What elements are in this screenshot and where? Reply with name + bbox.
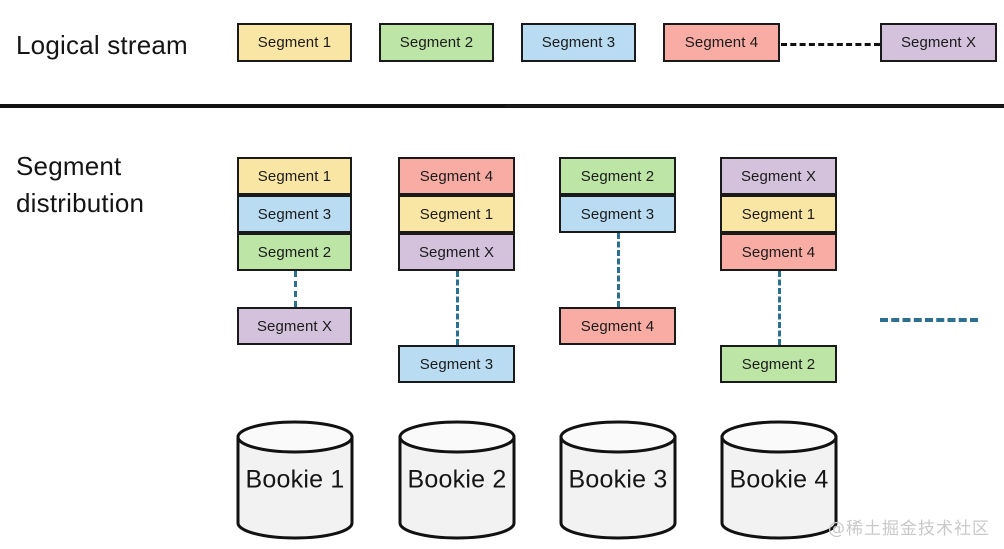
logical-segment-4[interactable]: Segment 4 [663,23,780,62]
row-label-segment-distribution: Segment distribution [16,151,145,218]
col1-stack-item-1[interactable]: Segment 1 [237,157,352,195]
col1-stack-item-3[interactable]: Segment 2 [237,233,352,271]
col4-connector [778,271,781,345]
cylinder-shape-icon [559,420,677,540]
col3-detached-item-1[interactable]: Segment 4 [559,307,676,345]
col4-stack-item-2[interactable]: Segment 1 [720,195,837,233]
col3-stack-item-2[interactable]: Segment 3 [559,195,676,233]
bookie-cylinder-4[interactable]: Bookie 4 [720,420,838,540]
distribution-overflow-indicator [880,318,978,322]
col1-stack-item-2[interactable]: Segment 3 [237,195,352,233]
col3-stack-item-1[interactable]: Segment 2 [559,157,676,195]
logical-segment-x[interactable]: Segment X [880,23,997,62]
col2-stack-item-1[interactable]: Segment 4 [398,157,515,195]
col1-detached-item-1[interactable]: Segment X [237,307,352,345]
divider-right-half [505,105,1004,107]
cylinder-shape-icon [236,420,354,540]
bookie-cylinder-1[interactable]: Bookie 1 [236,420,354,540]
row-label-logical-stream: Logical stream [16,30,188,60]
col4-stack-item-1[interactable]: Segment X [720,157,837,195]
section-divider [0,104,1004,108]
col3-connector [617,233,620,307]
logical-segment-3[interactable]: Segment 3 [521,23,636,62]
col4-detached-item-1[interactable]: Segment 2 [720,345,837,383]
logical-stream-ellipsis-connector [781,43,880,46]
cylinder-shape-icon [720,420,838,540]
cylinder-shape-icon [398,420,516,540]
logical-segment-1[interactable]: Segment 1 [237,23,352,62]
logical-segment-2[interactable]: Segment 2 [379,23,494,62]
bookie-cylinder-3[interactable]: Bookie 3 [559,420,677,540]
bookie-cylinder-2[interactable]: Bookie 2 [398,420,516,540]
watermark: @稀土掘金技术社区 [828,519,990,539]
col2-connector [456,271,459,345]
col2-stack-item-3[interactable]: Segment X [398,233,515,271]
col1-connector [294,271,297,307]
col4-stack-item-3[interactable]: Segment 4 [720,233,837,271]
col2-detached-item-1[interactable]: Segment 3 [398,345,515,383]
col2-stack-item-2[interactable]: Segment 1 [398,195,515,233]
